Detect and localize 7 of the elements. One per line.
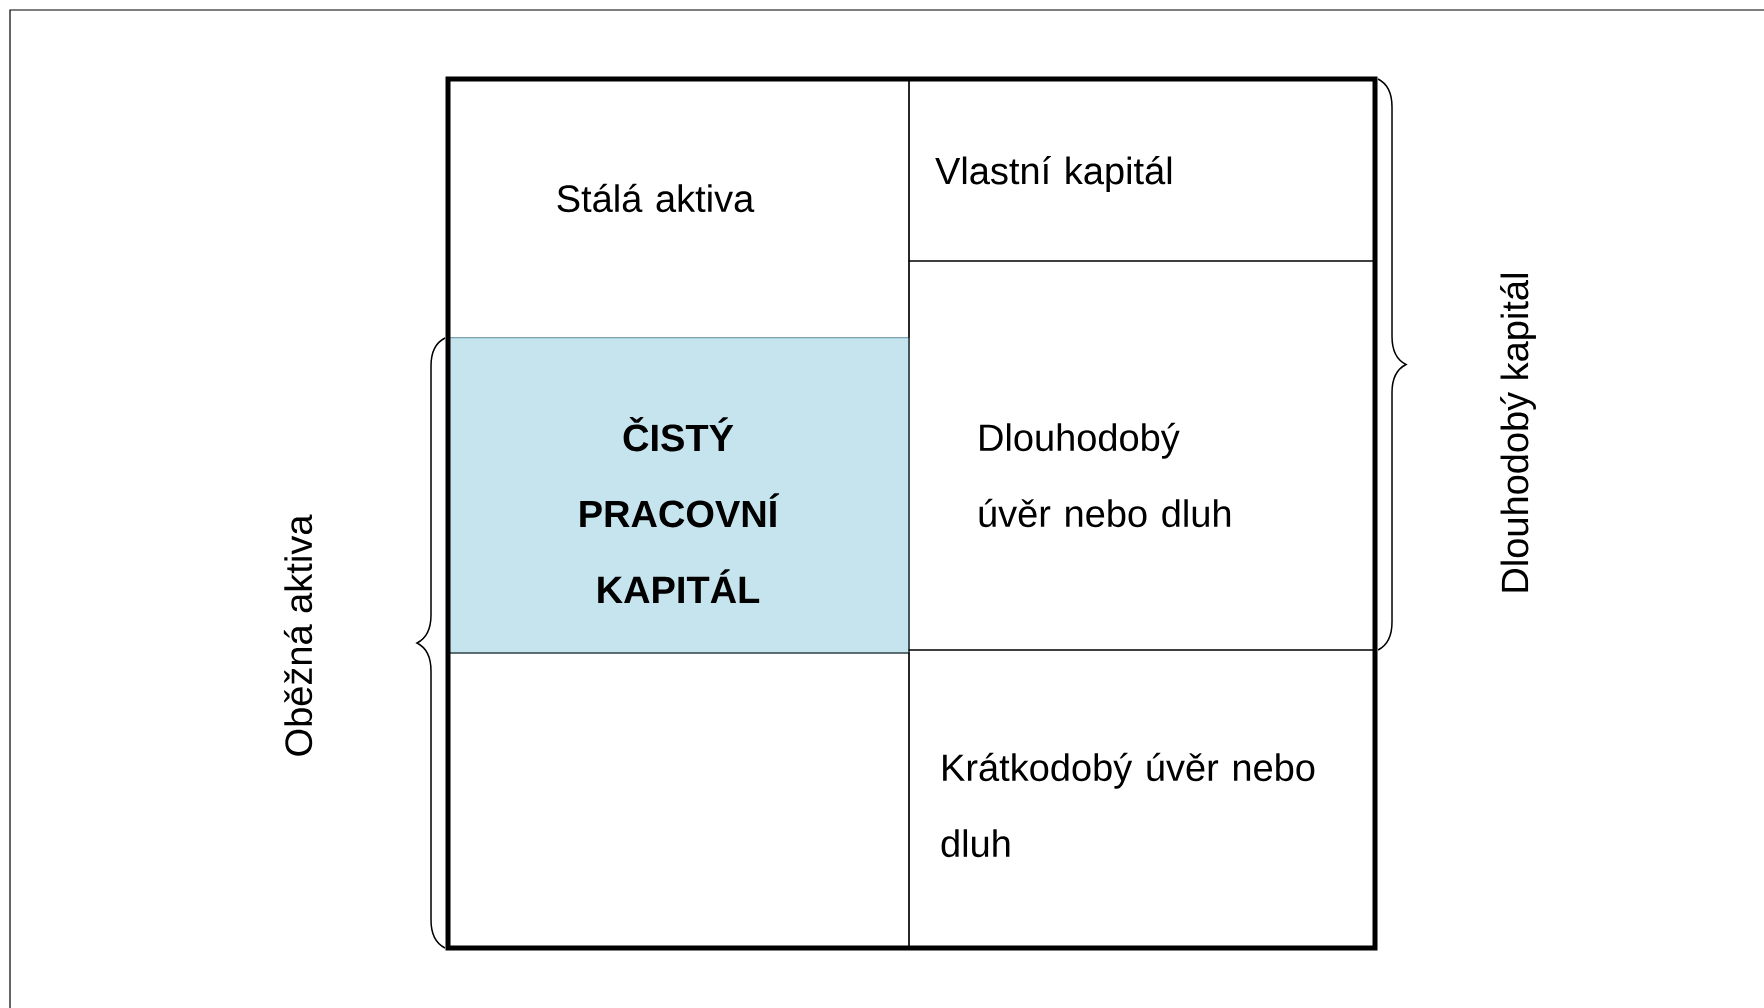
brace-label: Oběžná aktiva: [283, 514, 313, 756]
table-cell: Vlastní kapitál: [908, 78, 1376, 262]
table-cell: ČISTÝ PRACOVNÍ KAPITÁL: [447, 337, 910, 654]
table-cell: Dlouhodobý úvěr nebo dluh: [908, 260, 1376, 651]
brace-label: Dlouhodobý kapitál: [1500, 274, 1536, 592]
table-cell: Krátkodobý úvěr nebo dluh: [908, 649, 1376, 949]
table-cell: Stálá aktiva: [447, 78, 910, 339]
